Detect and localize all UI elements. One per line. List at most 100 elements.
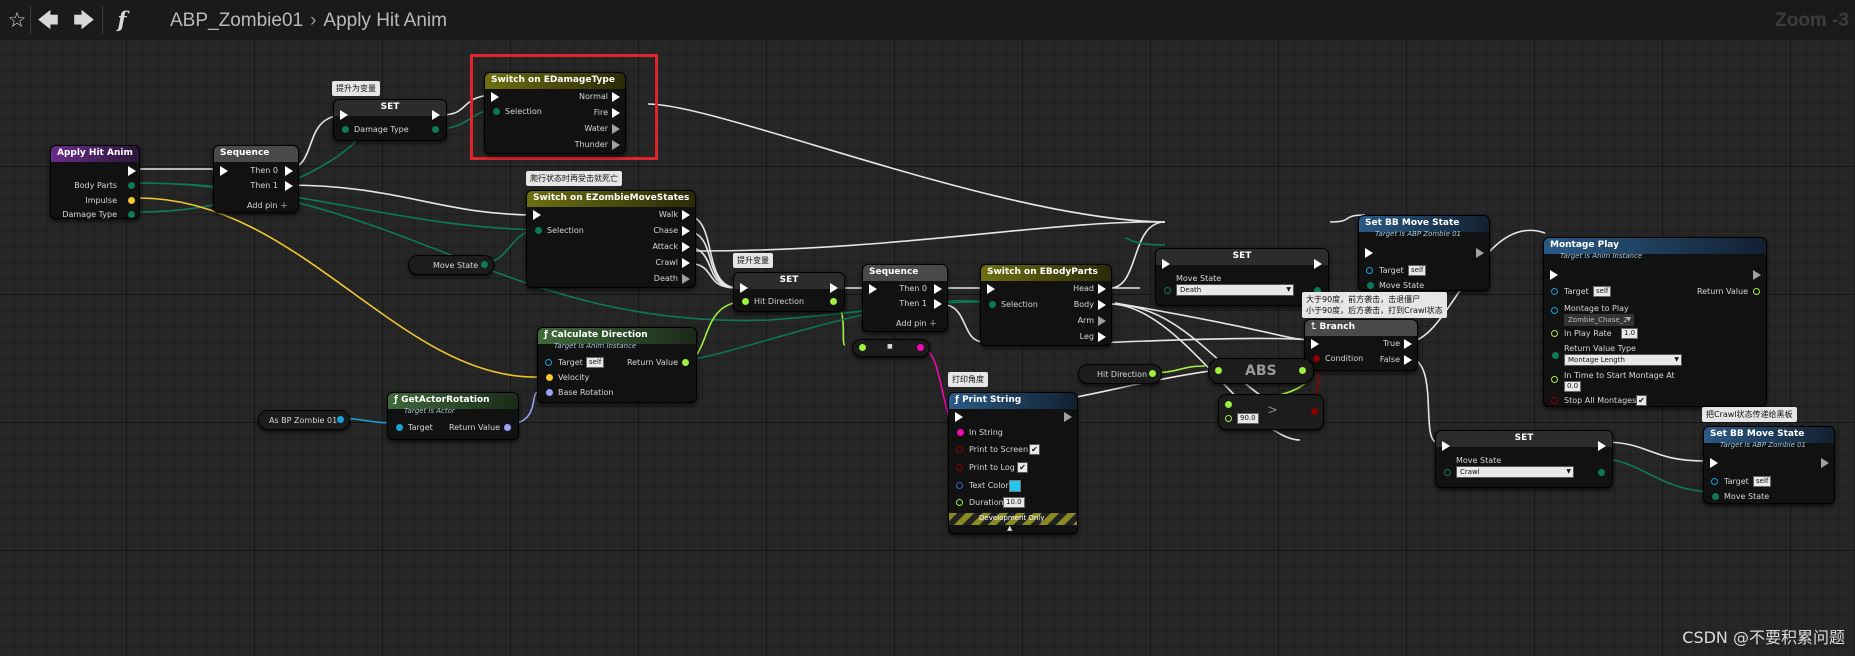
target-pin[interactable] (1551, 288, 1558, 295)
then0-pin[interactable] (285, 166, 293, 176)
body-parts-pin[interactable] (128, 182, 135, 189)
blueprint-graph-canvas[interactable]: Apply Hit Anim Body Parts Impulse Damage… (0, 40, 1855, 656)
target-pin[interactable] (396, 424, 403, 431)
exec-in-pin[interactable] (1365, 248, 1373, 258)
print-to-log-checkbox[interactable]: ✔ (1017, 462, 1028, 473)
exec-out-pin[interactable] (128, 166, 136, 176)
then0-pin[interactable] (934, 284, 942, 294)
crawl-pin[interactable] (682, 258, 690, 268)
abs-out-pin[interactable] (1299, 367, 1306, 374)
selection-pin[interactable] (535, 227, 542, 234)
calculate-direction-node[interactable]: ƒ Calculate Direction Target is Anim Ins… (537, 327, 697, 403)
branch-node[interactable]: ⮤ Branch Condition True False (1304, 319, 1418, 371)
condition-pin[interactable] (1313, 355, 1320, 362)
montage-play-node[interactable]: Montage Play Target is Anim Instance Tar… (1543, 237, 1767, 407)
duration-pin[interactable] (956, 499, 963, 506)
float-out-pin[interactable] (1149, 370, 1156, 377)
selection-pin[interactable] (989, 301, 996, 308)
exec-out-pin[interactable] (1476, 248, 1484, 258)
attack-pin[interactable] (682, 242, 690, 252)
normal-pin[interactable] (612, 92, 620, 102)
then1-pin[interactable] (285, 181, 293, 191)
move-state-dropdown[interactable]: Death (1176, 284, 1294, 296)
set-bb-move-state-node[interactable]: Set BB Move State Target is ABP Zombie 0… (1358, 215, 1490, 291)
return-value-type-dropdown[interactable]: Montage Length (1564, 354, 1682, 366)
move-state-out-pin[interactable] (1598, 469, 1605, 476)
exec-in-pin[interactable] (955, 412, 963, 422)
switch-body-parts-node[interactable]: Switch on EBodyParts Selection Head Body… (980, 264, 1112, 346)
as-bp-zombie-getter-node[interactable]: As BP Zombie 01 (258, 410, 350, 430)
base-rotation-pin[interactable] (546, 389, 553, 396)
hit-direction-getter-node[interactable]: Hit Direction (1078, 364, 1162, 384)
sequence-node[interactable]: Sequence Then 0 Then 1 Add pin ＋ (213, 145, 299, 213)
exec-in-pin[interactable] (869, 284, 877, 294)
damage-type-in-pin[interactable] (342, 126, 349, 133)
damage-type-out-pin[interactable] (432, 126, 439, 133)
abs-node[interactable]: ABS (1208, 358, 1314, 384)
print-to-screen-pin[interactable] (956, 446, 963, 453)
head-pin[interactable] (1098, 284, 1106, 294)
exec-in-pin[interactable] (740, 283, 748, 293)
montage-asset-dropdown[interactable]: Zombie_Chase_2 (1564, 314, 1634, 326)
stop-all-montages-checkbox[interactable]: ✔ (1636, 395, 1647, 406)
apply-hit-anim-entry-node[interactable]: Apply Hit Anim Body Parts Impulse Damage… (50, 145, 140, 219)
set-move-state-crawl-node[interactable]: SET Move State Crawl (1435, 430, 1613, 488)
print-string-node[interactable]: ƒ Print String In String Print to Screen… (948, 392, 1078, 534)
float-in-pin[interactable] (859, 344, 866, 351)
death-pin[interactable] (682, 274, 690, 284)
get-actor-rotation-node[interactable]: ƒ GetActorRotation Target is Actor Targe… (387, 392, 519, 440)
hit-direction-out-pin[interactable] (830, 298, 837, 305)
exec-in-pin[interactable] (491, 92, 499, 102)
exec-in-pin[interactable] (987, 284, 995, 294)
text-color-pin[interactable] (956, 482, 963, 489)
move-state-in-pin[interactable] (1712, 493, 1719, 500)
set-move-state-death-node[interactable]: SET Move State Death (1155, 248, 1329, 306)
time-to-start-pin[interactable] (1551, 376, 1558, 383)
a-pin[interactable] (1225, 401, 1232, 408)
add-pin-button[interactable]: Add pin ＋ (896, 319, 937, 328)
compare-value[interactable]: 90.0 (1237, 413, 1259, 424)
in-string-pin[interactable] (957, 429, 964, 436)
exec-out-pin[interactable] (1064, 412, 1072, 422)
hit-direction-in-pin[interactable] (742, 298, 749, 305)
exec-in-pin[interactable] (1550, 270, 1558, 280)
breadcrumb-blueprint[interactable]: ABP_Zombie01 (170, 10, 304, 31)
print-to-screen-checkbox[interactable]: ✔ (1029, 444, 1040, 455)
exec-out-pin[interactable] (432, 110, 440, 120)
collapse-arrow-icon[interactable]: ▲ (1007, 524, 1013, 532)
string-out-pin[interactable] (917, 344, 924, 351)
in-play-rate-value[interactable]: 1.0 (1621, 328, 1639, 339)
set-hit-direction-node[interactable]: SET Hit Direction (733, 272, 845, 312)
set-bb-move-state-node[interactable]: Set BB Move State Target is ABP Zombie 0… (1703, 426, 1835, 504)
move-state-in-pin[interactable] (1164, 287, 1171, 294)
true-pin[interactable] (1404, 339, 1412, 349)
move-state-in-pin[interactable] (1444, 469, 1451, 476)
set-damage-type-node[interactable]: SET Damage Type (333, 99, 447, 141)
exec-in-pin[interactable] (1162, 259, 1170, 269)
print-to-log-pin[interactable] (956, 464, 963, 471)
impulse-pin[interactable] (128, 197, 135, 204)
thunder-pin[interactable] (612, 140, 620, 150)
switch-damage-type-node[interactable]: Switch on EDamageType Selection Normal F… (484, 72, 626, 154)
star-icon[interactable]: ☆ (7, 8, 27, 32)
body-pin[interactable] (1098, 300, 1106, 310)
exec-out-pin[interactable] (1753, 270, 1761, 280)
text-color-swatch[interactable] (1009, 480, 1021, 492)
switch-zombie-move-states-node[interactable]: Switch on EZombieMoveStates Selection Wa… (526, 190, 696, 288)
abs-in-pin[interactable] (1215, 367, 1222, 374)
exec-in-pin[interactable] (340, 110, 348, 120)
exec-in-pin[interactable] (1311, 339, 1319, 349)
exec-out-pin[interactable] (1821, 458, 1829, 468)
water-pin[interactable] (612, 124, 620, 134)
chase-pin[interactable] (682, 226, 690, 236)
exec-out-pin[interactable] (830, 283, 838, 293)
move-state-in-pin[interactable] (1367, 282, 1374, 289)
exec-in-pin[interactable] (533, 210, 541, 220)
breadcrumb-function[interactable]: Apply Hit Anim (323, 10, 447, 31)
duration-value[interactable]: 10.0 (1003, 497, 1025, 508)
selection-pin[interactable] (493, 108, 500, 115)
back-arrow-icon[interactable]: 🡄 (37, 8, 59, 32)
fire-pin[interactable] (612, 108, 620, 118)
false-pin[interactable] (1404, 355, 1412, 365)
greater-than-node[interactable]: 90.0 > (1218, 394, 1324, 430)
